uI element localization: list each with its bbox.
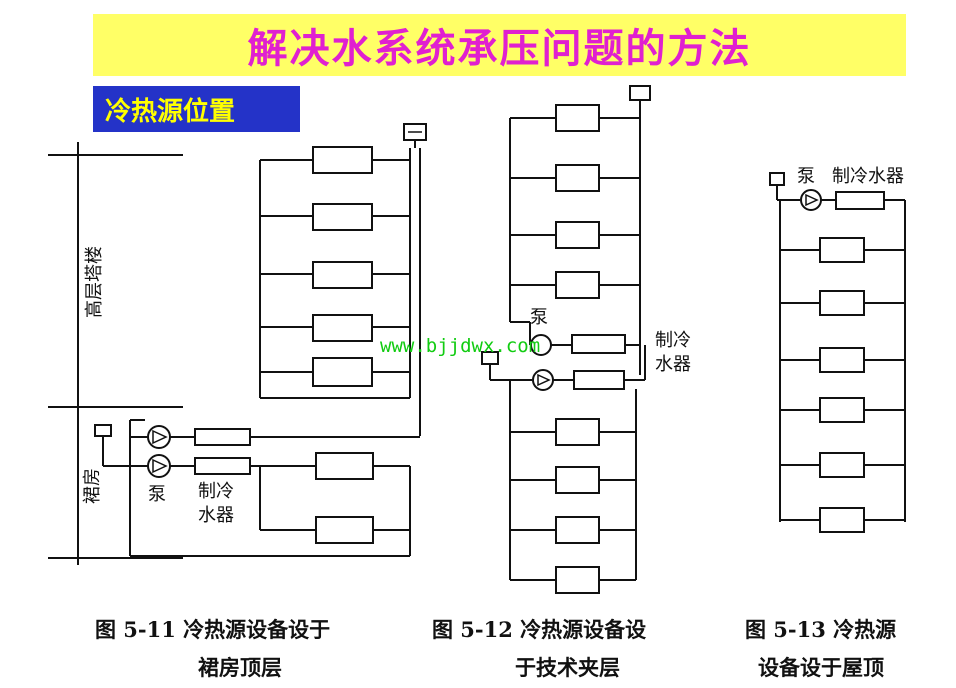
fig12-caption-2: 于技术夹层 [515, 655, 620, 680]
fig13-pump-label: 泵 [797, 166, 815, 187]
fig12-caption-1: 图 5-12 冷热源设备设 [432, 617, 646, 642]
fig12-coil [555, 271, 600, 299]
page-title: 解决水系统承压问题的方法 [247, 26, 752, 72]
fig12-coil [555, 104, 600, 132]
fig13-caption-2: 设备设于屋顶 [758, 655, 884, 680]
fig12-top-tank-icon [629, 85, 651, 101]
fig12-lower-coil [555, 566, 600, 594]
fig13-caption-1: 图 5-13 冷热源 [745, 617, 896, 642]
fig12-coil [555, 221, 600, 249]
fig12-coil [555, 164, 600, 192]
fig13-coil [819, 237, 865, 263]
fig11-chiller-lower [194, 457, 251, 475]
fig12-lower-coil [555, 418, 600, 446]
figure-5-11: 高层塔楼 裙房 泵 制冷 水器 [48, 123, 427, 565]
fig11-chiller-upper [194, 428, 251, 446]
fig11-coil [312, 314, 373, 342]
fig11-coil [312, 146, 373, 174]
fig13-coil [819, 397, 865, 423]
fig11-chiller-label-1: 制冷 [198, 481, 234, 502]
watermark: www.bjjdwx.com [380, 335, 540, 357]
fig13-coil [819, 452, 865, 478]
fig13-coil [819, 290, 865, 316]
fig11-chiller-label-2: 水器 [198, 505, 234, 526]
fig11-caption-1: 图 5-11 冷热源设备设于 [95, 617, 330, 642]
fig12-chiller-upper [571, 334, 626, 354]
fig13-chiller [835, 191, 885, 210]
fig11-coil [312, 203, 373, 231]
fig13-chiller-label: 制冷水器 [832, 166, 904, 187]
figure-5-13: 泵 制冷水器 [769, 166, 906, 533]
fig12-chiller-label-2: 水器 [655, 354, 691, 375]
fig11-podium-coil [315, 516, 374, 544]
fig13-tank-icon [769, 172, 785, 186]
fig11-tower-label: 高层塔楼 [84, 246, 105, 318]
section-subtitle: 冷热源位置 [105, 96, 236, 127]
figure-5-12: 泵 制冷 水器 [481, 85, 691, 594]
fig12-chiller-lower [573, 370, 625, 390]
fig12-pump-label: 泵 [530, 307, 548, 328]
subtitle-banner: 冷热源位置 [93, 86, 300, 132]
fig11-caption-2: 裙房顶层 [198, 655, 282, 680]
fig11-podium-tank-icon [94, 424, 112, 437]
fig11-pump-label: 泵 [148, 484, 166, 505]
fig12-chiller-label-1: 制冷 [655, 330, 691, 351]
fig13-coil [819, 507, 865, 533]
fig11-podium-label: 裙房 [82, 468, 103, 504]
fig13-coil [819, 347, 865, 373]
fig12-lower-coil [555, 516, 600, 544]
fig11-podium-coil [315, 452, 374, 480]
title-banner: 解决水系统承压问题的方法 [93, 14, 906, 76]
fig11-coil [312, 357, 373, 387]
fig12-lower-coil [555, 466, 600, 494]
fig11-coil [312, 261, 373, 289]
